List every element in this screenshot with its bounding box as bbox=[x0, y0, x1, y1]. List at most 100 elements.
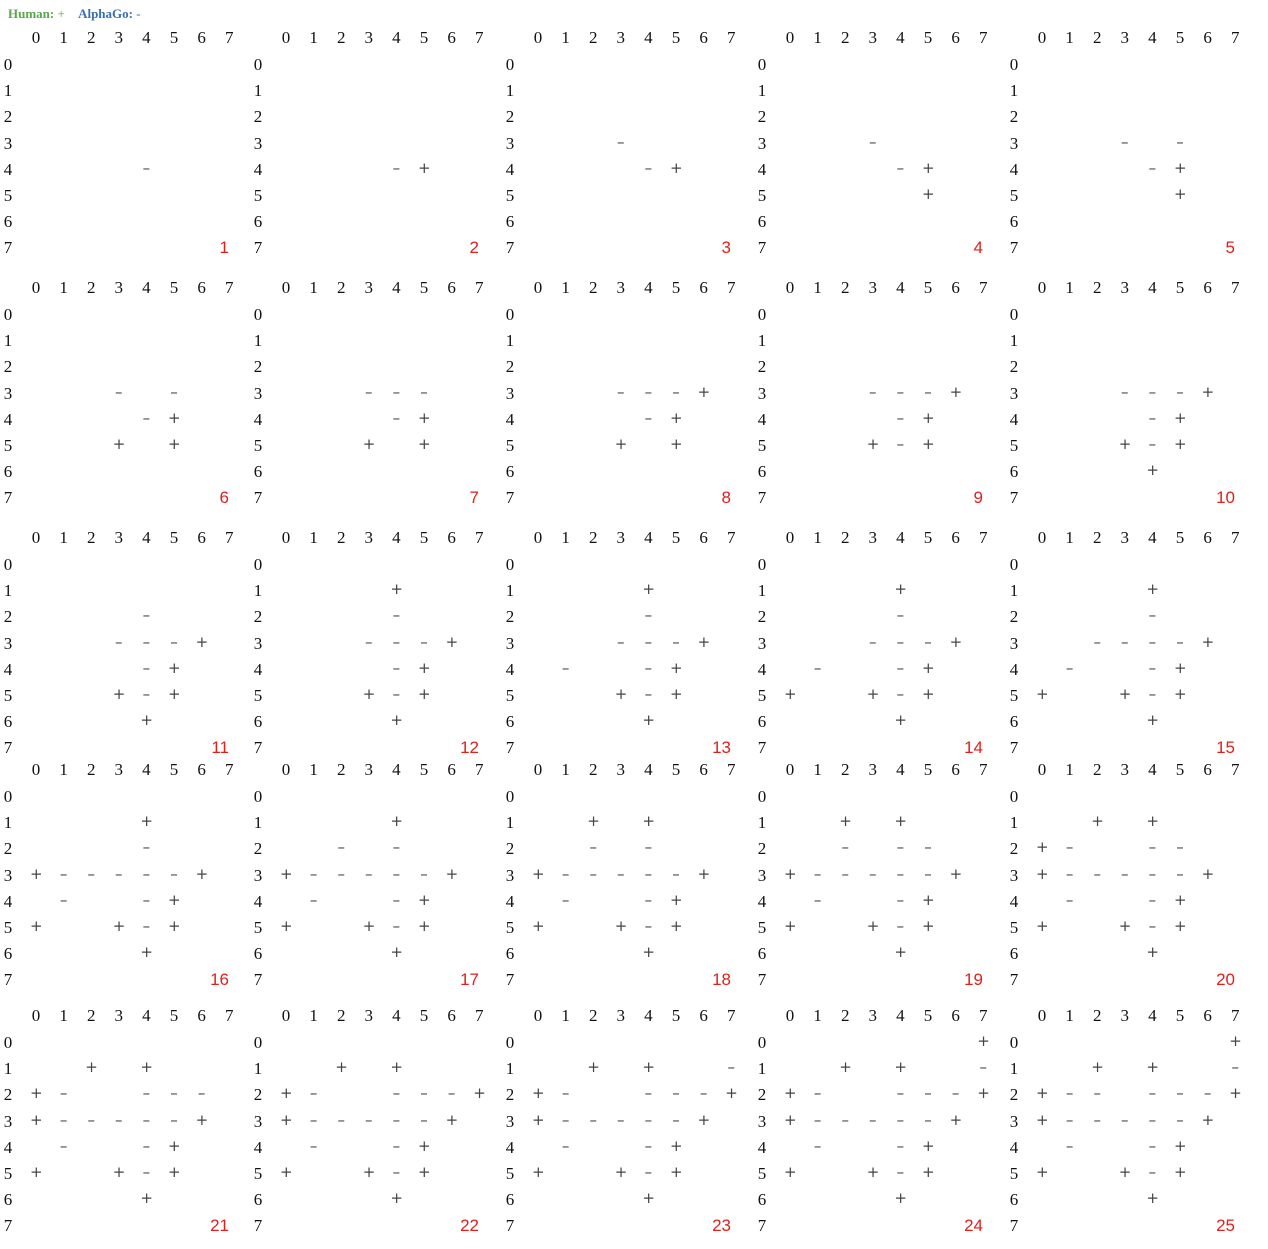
human-move-mark: + bbox=[670, 158, 683, 177]
col-label: 5 bbox=[1175, 1006, 1185, 1025]
row-label: 0 bbox=[3, 55, 13, 74]
alphago-move-mark: – bbox=[392, 685, 401, 703]
row-label: 6 bbox=[757, 212, 767, 232]
alphago-move-mark: – bbox=[561, 1136, 570, 1155]
human-move-mark: + bbox=[30, 864, 43, 883]
human-move-mark: + bbox=[473, 1084, 486, 1103]
human-move-mark: + bbox=[922, 158, 935, 177]
col-label: 4 bbox=[1148, 28, 1157, 47]
col-label: 5 bbox=[419, 28, 429, 47]
human-move-mark: + bbox=[1146, 711, 1159, 730]
row-label: 1 bbox=[253, 81, 263, 101]
alphago-move-mark: – bbox=[197, 1084, 206, 1103]
alphago-move-mark: – bbox=[841, 864, 849, 883]
legend-alphago-symbol: - bbox=[136, 6, 141, 21]
col-label: 3 bbox=[1120, 528, 1130, 547]
alphago-move-mark: – bbox=[1203, 1084, 1212, 1103]
col-label: 7 bbox=[474, 28, 484, 47]
alphago-move-mark: – bbox=[392, 1136, 401, 1155]
row-label: 4 bbox=[1009, 409, 1019, 429]
row-label: 2 bbox=[3, 107, 13, 127]
col-label: 7 bbox=[474, 760, 484, 779]
alphago-move-mark: – bbox=[644, 658, 653, 677]
alphago-move-mark: – bbox=[1065, 890, 1074, 909]
col-label: 6 bbox=[699, 28, 708, 47]
row-label: 5 bbox=[3, 686, 13, 705]
col-label: 0 bbox=[1037, 528, 1047, 547]
human-move-mark: + bbox=[697, 382, 711, 401]
col-label: 1 bbox=[813, 28, 822, 47]
col-label: 2 bbox=[588, 760, 598, 779]
alphago-move-mark: – bbox=[59, 1110, 68, 1129]
row-label: 6 bbox=[1009, 462, 1019, 482]
col-label: 1 bbox=[309, 28, 318, 47]
human-move-mark: + bbox=[1201, 864, 1215, 883]
row-label: 4 bbox=[757, 1137, 767, 1157]
alphago-move-mark: – bbox=[869, 1110, 877, 1129]
row-label: 1 bbox=[505, 813, 515, 833]
row-label: 0 bbox=[505, 555, 515, 574]
alphago-move-mark: – bbox=[1065, 658, 1074, 677]
alphago-move-mark: – bbox=[309, 890, 318, 909]
human-move-mark: + bbox=[784, 917, 797, 935]
alphago-move-mark: – bbox=[617, 132, 625, 151]
alphago-move-mark: – bbox=[561, 864, 570, 883]
col-label: 4 bbox=[644, 1006, 653, 1025]
row-label: 6 bbox=[253, 712, 263, 732]
row-label: 3 bbox=[3, 633, 13, 653]
row-label: 0 bbox=[3, 1033, 13, 1052]
human-move-mark: + bbox=[1091, 1058, 1104, 1077]
human-move-mark: + bbox=[1146, 943, 1159, 962]
row-label: 6 bbox=[3, 712, 13, 732]
col-label: 5 bbox=[923, 28, 933, 47]
human-move-mark: + bbox=[949, 864, 963, 883]
alphago-move-mark: – bbox=[813, 1110, 822, 1129]
alphago-move-mark: – bbox=[337, 864, 345, 883]
col-label: 2 bbox=[1092, 760, 1102, 779]
alphago-move-mark: – bbox=[896, 1110, 905, 1129]
alphago-move-mark: – bbox=[644, 890, 653, 909]
row-label: 2 bbox=[253, 357, 263, 377]
human-move-mark: + bbox=[362, 435, 376, 453]
alphago-move-mark: – bbox=[644, 1084, 653, 1103]
row-label: 2 bbox=[253, 607, 263, 627]
human-move-mark: + bbox=[1201, 632, 1215, 651]
col-label: 7 bbox=[978, 528, 988, 547]
col-label: 7 bbox=[224, 28, 234, 47]
col-label: 0 bbox=[31, 1006, 41, 1025]
alphago-move-mark: – bbox=[142, 632, 151, 651]
human-move-mark: + bbox=[1174, 917, 1187, 935]
human-move-mark: + bbox=[112, 685, 126, 703]
alphago-move-mark: – bbox=[841, 838, 849, 857]
col-label: 7 bbox=[1230, 28, 1240, 47]
alphago-move-mark: – bbox=[644, 917, 653, 935]
row-label: 1 bbox=[3, 81, 13, 101]
row-label: 0 bbox=[253, 555, 263, 574]
human-move-mark: + bbox=[1174, 685, 1187, 703]
alphago-move-mark: – bbox=[1148, 658, 1157, 677]
human-move-mark: + bbox=[362, 1163, 376, 1181]
row-label: 6 bbox=[505, 212, 515, 232]
col-label: 4 bbox=[142, 278, 151, 297]
alphago-move-mark: – bbox=[644, 632, 653, 651]
row-label: 0 bbox=[505, 787, 515, 806]
row-label: 7 bbox=[1009, 1216, 1019, 1236]
row-label: 2 bbox=[3, 1085, 13, 1105]
human-move-mark: + bbox=[922, 685, 935, 703]
human-move-mark: + bbox=[30, 1084, 43, 1103]
col-label: 4 bbox=[392, 528, 401, 547]
alphago-move-mark: – bbox=[1065, 1136, 1074, 1155]
alphago-move-mark: – bbox=[1176, 1084, 1184, 1103]
human-move-mark: + bbox=[1146, 580, 1159, 599]
row-label: 2 bbox=[3, 607, 13, 627]
row-label: 7 bbox=[505, 738, 515, 758]
human-move-mark: + bbox=[280, 917, 293, 935]
human-move-mark: + bbox=[168, 408, 181, 427]
alphago-move-mark: – bbox=[170, 632, 178, 651]
